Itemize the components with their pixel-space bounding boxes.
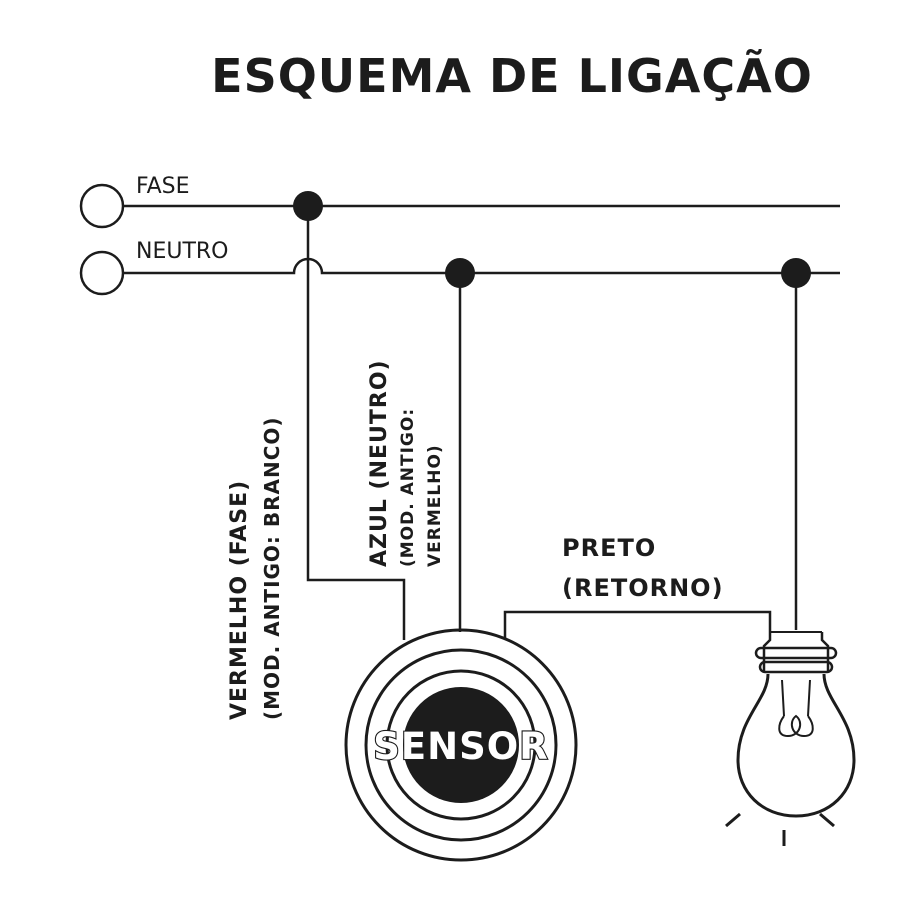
light-bulb-icon xyxy=(725,631,856,846)
neutro-terminal xyxy=(79,250,125,296)
black-wire xyxy=(503,610,772,638)
black-wire-sublabel: (RETORNO) xyxy=(562,574,724,602)
fase-label: FASE xyxy=(136,174,190,199)
neutro-line xyxy=(123,257,840,275)
red-wire xyxy=(306,206,406,640)
sensor-icon xyxy=(344,628,578,862)
blue-wire-sublabel-2: VERMELHO) xyxy=(425,444,445,567)
neutro-label: NEUTRO xyxy=(136,239,229,264)
sensor-label: SENSOR xyxy=(373,725,548,768)
fase-terminal xyxy=(79,183,125,229)
black-wire-label: PRETO xyxy=(562,534,656,562)
page-title: ESQUEMA DE LIGAÇÃO xyxy=(211,48,813,103)
red-wire-label: VERMELHO (FASE) xyxy=(227,480,252,720)
red-wire-sublabel: (MOD. ANTIGO: BRANCO) xyxy=(260,416,284,720)
blue-wire-label: AZUL (NEUTRO) xyxy=(367,359,392,567)
blue-wire-sublabel-1: (MOD. ANTIGO: xyxy=(398,408,418,567)
